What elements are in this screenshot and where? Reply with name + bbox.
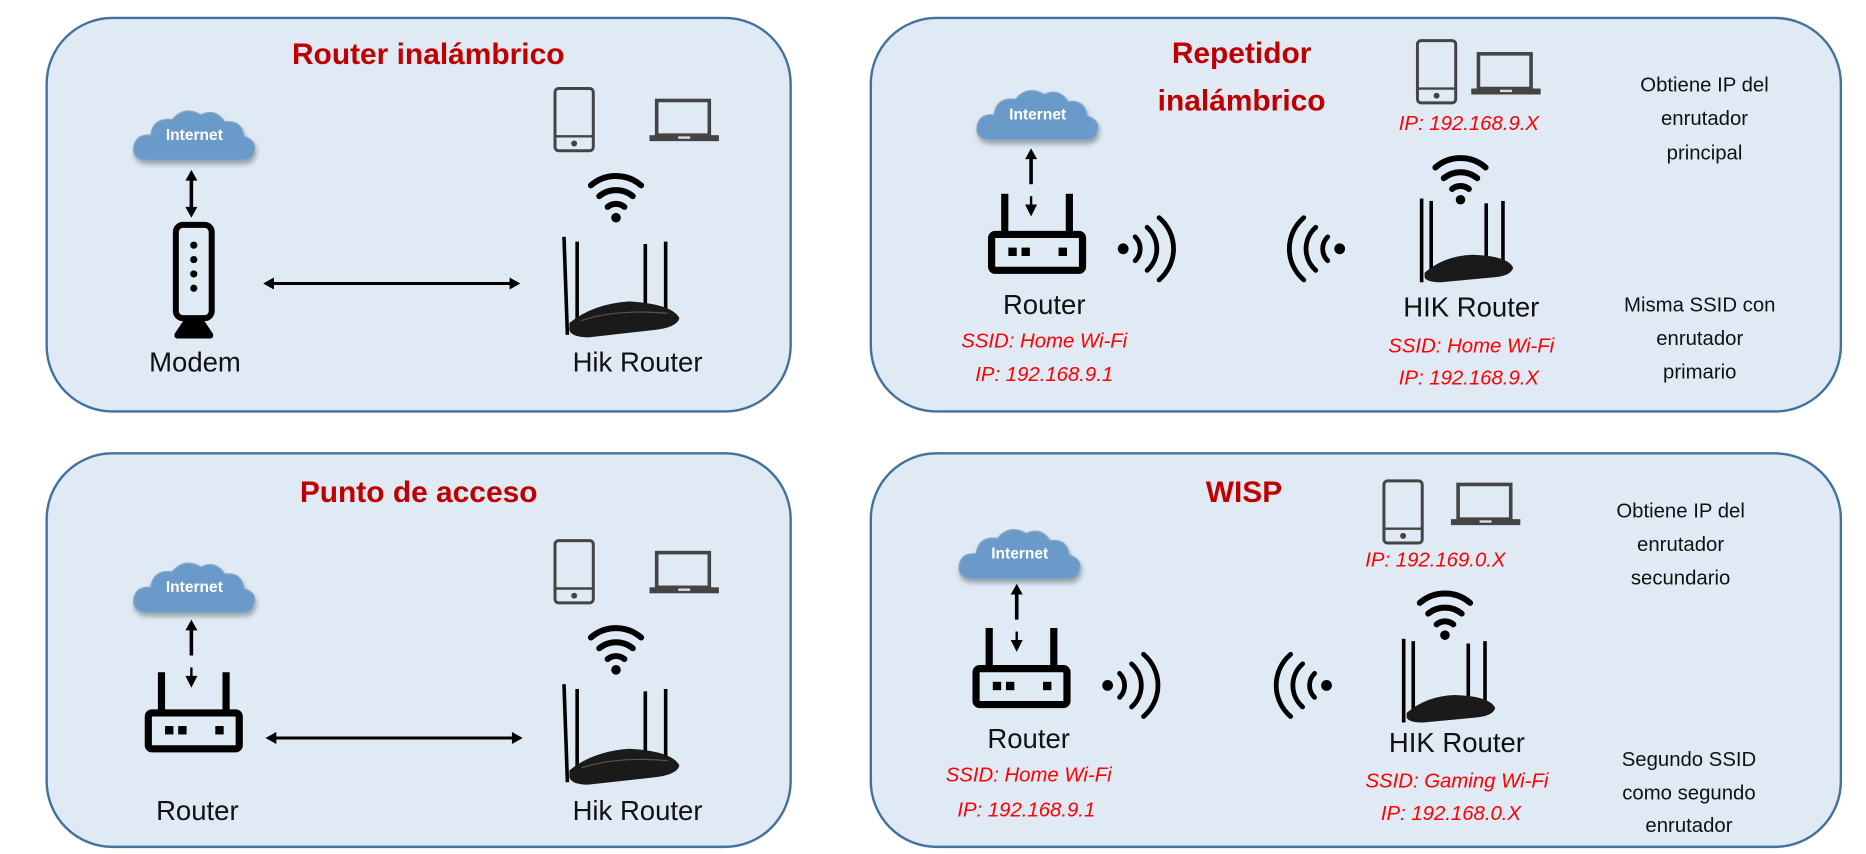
laptop-icon (649, 98, 719, 149)
note-line: Misma SSID con (1624, 293, 1776, 317)
hik-router-icon (557, 230, 684, 346)
updown-arrow-icon (179, 619, 203, 695)
panel-title-line2: inalámbrico (1157, 84, 1326, 118)
hik-ip: IP: 192.168.9.X (1398, 366, 1539, 390)
router-ip: IP: 192.168.9.1 (975, 363, 1114, 386)
note-line: enrutador (1637, 532, 1725, 556)
router-label: Router (156, 794, 239, 826)
modem-icon (172, 221, 215, 347)
hik-router-icon (557, 677, 684, 793)
router-ip: IP: 192.168.9.1 (957, 798, 1096, 822)
hik-router-label: HIK Router (1403, 291, 1540, 323)
note-line: principal (1666, 141, 1743, 165)
panel-title: Punto de acceso (299, 475, 538, 509)
cloud-label: Internet (165, 125, 223, 144)
panel-title: Router inalámbrico (291, 37, 565, 72)
connection-arrow-icon (265, 728, 523, 753)
panel-access-point-mode (45, 452, 792, 849)
router-icon (987, 191, 1087, 281)
internet-cloud-icon: Internet (975, 85, 1101, 142)
signal-waves-right-icon (1100, 651, 1161, 725)
note-line: enrutador (1645, 813, 1733, 837)
router-icon (971, 626, 1071, 716)
phone-icon (1382, 478, 1425, 551)
router-icon (144, 670, 244, 760)
phone-icon (1415, 38, 1458, 111)
router-ssid: SSID: Home Wi-Fi (945, 763, 1112, 787)
wifi-icon (1415, 583, 1475, 649)
updown-arrow-icon (1019, 148, 1043, 223)
phone-icon (553, 86, 596, 159)
note-line: Obtiene IP del (1616, 499, 1745, 523)
hik-router-label: Hik Router (572, 346, 703, 378)
hik-router-label: HIK Router (1388, 726, 1525, 758)
cloud-label: Internet (1009, 105, 1067, 124)
router-label: Router (1002, 288, 1086, 320)
laptop-icon (649, 550, 719, 601)
hik-ip: IP: 192.168.0.X (1380, 802, 1522, 825)
wifi-icon (586, 617, 646, 683)
note-line: como segundo (1622, 781, 1756, 805)
wifi-icon (586, 165, 646, 231)
router-ssid: SSID: Home Wi-Fi (961, 329, 1128, 353)
signal-waves-left-icon (1286, 215, 1346, 288)
modem-label: Modem (149, 346, 241, 378)
cloud-label: Internet (165, 577, 223, 596)
hik-router-label: Hik Router (572, 794, 703, 826)
internet-cloud-icon: Internet (132, 105, 258, 162)
signal-waves-right-icon (1116, 215, 1176, 288)
laptop-icon (1450, 482, 1521, 533)
hik-ssid: SSID: Home Wi-Fi (1388, 334, 1555, 358)
updown-arrow-icon (1005, 583, 1029, 659)
phone-icon (553, 538, 596, 611)
note-line: Segundo SSID (1621, 748, 1757, 771)
hik-ssid: SSID: Gaming Wi-Fi (1365, 769, 1549, 793)
note-line: enrutador (1656, 327, 1744, 350)
hik-router-icon (1397, 634, 1497, 731)
note-line: secundario (1630, 566, 1731, 590)
cloud-label: Internet (991, 544, 1049, 563)
connection-arrow-icon (263, 274, 521, 299)
internet-cloud-icon: Internet (132, 557, 258, 614)
internet-cloud-icon: Internet (957, 524, 1083, 581)
wifi-icon (1431, 147, 1491, 213)
note-line: enrutador (1660, 107, 1749, 130)
client-ip: IP: 192.168.9.X (1398, 111, 1539, 135)
panel-title: WISP (1205, 475, 1283, 509)
hik-router-icon (1415, 194, 1515, 291)
panel-wisp-mode (869, 452, 1843, 849)
router-label: Router (987, 723, 1070, 755)
panel-title-line1: Repetidor (1171, 36, 1312, 70)
panel-router-mode (45, 16, 792, 413)
client-ip: IP: 192.169.0.X (1365, 548, 1506, 572)
note-line: Obtiene IP del (1640, 73, 1769, 97)
bidirectional-arrow-icon (179, 169, 203, 224)
laptop-icon (1471, 51, 1541, 102)
signal-waves-left-icon (1273, 651, 1333, 725)
note-line: primario (1663, 360, 1737, 384)
